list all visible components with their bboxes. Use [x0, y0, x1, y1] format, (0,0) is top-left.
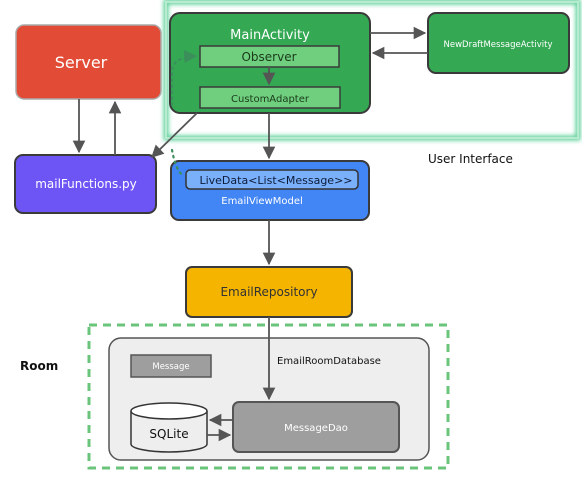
server-label: Server — [55, 53, 108, 72]
custom-adapter-label: CustomAdapter — [231, 94, 310, 105]
mail-functions-label: mailFunctions.py — [35, 177, 137, 191]
edge-main-to-mail — [151, 112, 198, 158]
live-data-label: LiveData<List<Message>> — [199, 174, 352, 187]
user-interface-region — [163, 0, 581, 141]
message-label: Message — [152, 362, 189, 372]
new-draft-label: NewDraftMessageActivity — [443, 40, 552, 50]
custom-adapter-node — [199, 86, 341, 109]
live-data-node — [185, 169, 359, 190]
message-node — [130, 354, 212, 378]
observer-label: Observer — [241, 50, 296, 64]
user-interface-label: User Interface — [428, 152, 513, 166]
sqlite-label: SQLite — [149, 427, 188, 441]
email-room-database-label: EmailRoomDatabase — [277, 356, 381, 367]
main-activity-label: MainActivity — [230, 28, 310, 43]
email-view-model-label: EmailViewModel — [221, 196, 303, 207]
new-draft-node — [427, 12, 570, 74]
email-repository-label: EmailRepository — [220, 285, 317, 299]
sqlite-node — [130, 402, 208, 453]
observe-links — [170, 49, 198, 178]
server-node — [15, 24, 162, 100]
room-label: Room — [20, 359, 58, 373]
edge-observe-to-livedata — [170, 148, 186, 178]
message-dao-node — [232, 401, 400, 453]
message-dao-label: MessageDao — [284, 423, 348, 434]
edges — [72, 26, 428, 442]
mail-functions-node — [14, 154, 157, 214]
edge-livedata-to-observer — [170, 49, 198, 107]
